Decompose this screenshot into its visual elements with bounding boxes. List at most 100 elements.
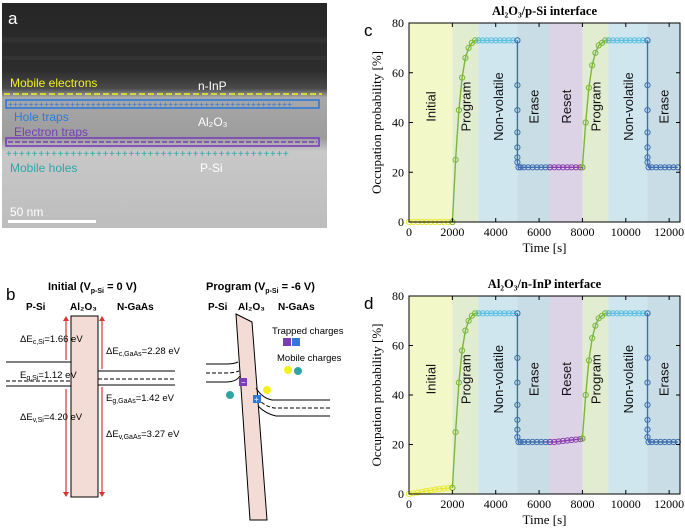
trapped-electron-icon (239, 378, 247, 386)
scalebar (8, 220, 96, 223)
arrowhead (63, 316, 69, 321)
y-tick-label: 40 (392, 388, 404, 402)
data-point (644, 129, 651, 136)
data-point (618, 37, 625, 44)
data-point (568, 164, 575, 171)
data-point (657, 438, 664, 446)
data-point (609, 310, 616, 317)
data-point (497, 37, 504, 44)
data-point (465, 317, 472, 324)
data-point (635, 310, 642, 317)
label-mobile-electrons: Mobile electrons (10, 76, 97, 90)
data-point (614, 310, 621, 317)
data-point (645, 438, 652, 446)
data-point (414, 489, 421, 496)
data-point (555, 164, 562, 171)
program-si-fermi (206, 370, 240, 374)
y-tick-label: 0 (398, 215, 404, 229)
legend-mobile-electron (284, 366, 292, 374)
data-point (514, 401, 521, 408)
data-point (670, 438, 677, 446)
y-tick-label: 80 (392, 289, 404, 303)
phase-region (647, 296, 680, 494)
data-point (661, 438, 668, 446)
mobile-hole-icon (226, 391, 234, 399)
x-tick-label: 0 (406, 497, 412, 511)
data-point (514, 107, 521, 114)
program-si-valence (206, 375, 241, 383)
data-point (533, 438, 541, 446)
phase-label: Program (458, 354, 473, 404)
data-point (488, 310, 495, 317)
x-tick-label: 12000 (654, 497, 684, 511)
data-point (514, 37, 521, 44)
x-tick-label: 0 (406, 225, 412, 239)
data-point (644, 144, 651, 151)
y-axis-label: Occupation probability [%] (369, 324, 384, 467)
phase-label: Non-volatile (491, 345, 506, 414)
phase-label: Initial (424, 364, 439, 394)
data-point (572, 164, 580, 171)
data-point (497, 310, 504, 317)
x-tick-label: 6000 (527, 497, 551, 511)
data-point (509, 37, 517, 44)
panel-a: a Mobile electrons n-InP +++++++++++++++… (2, 3, 327, 228)
phase-region (608, 23, 648, 222)
data-point (555, 438, 562, 445)
data-point (605, 310, 612, 317)
trapped-hole-icon (253, 395, 261, 403)
data-point (475, 37, 482, 44)
hole-trap-band (5, 99, 320, 109)
hole-trap-plus-row: ++++++++++++++++++++++++++++++++++++++++… (8, 100, 292, 109)
label-n-inp: n-InP (198, 79, 227, 93)
y-tick-label: 80 (392, 16, 404, 30)
x-tick-label: 8000 (570, 497, 594, 511)
data-point (559, 164, 567, 171)
x-tick-label: 4000 (484, 497, 508, 511)
data-point (472, 310, 479, 317)
phase-region (549, 296, 583, 494)
data-point (514, 129, 521, 136)
electron-trap-band (5, 137, 320, 147)
legend-trapped-hole (292, 338, 300, 346)
label-electron-traps: Electron traps (14, 125, 88, 139)
phase-label: Erase (657, 90, 672, 124)
data-point (542, 438, 549, 446)
data-point (488, 37, 495, 44)
y-tick-label: 60 (392, 339, 404, 353)
data-point (585, 84, 593, 91)
data-point (564, 164, 571, 171)
data-point (609, 37, 616, 44)
y-tick-label: 40 (392, 116, 404, 130)
initial-al2o3: Al₂O₃ (70, 302, 97, 313)
data-point (520, 164, 528, 171)
data-point (579, 164, 586, 171)
data-point (640, 37, 647, 44)
data-point (546, 164, 554, 171)
data-point (546, 438, 554, 446)
data-point (501, 37, 508, 44)
data-point (618, 310, 625, 317)
panel-letter-a: a (8, 9, 18, 28)
data-point (514, 416, 521, 423)
data-point (592, 322, 599, 329)
data-point (602, 310, 609, 317)
x-tick-label: 10000 (611, 225, 641, 239)
legend-mobile-hole (294, 367, 302, 375)
phase-label: Erase (527, 362, 542, 396)
phase-region (409, 23, 453, 222)
x-tick-label: 4000 (484, 225, 508, 239)
data-point (505, 37, 512, 44)
data-point (492, 310, 499, 317)
data-point (514, 82, 521, 89)
x-axis-label: Time [s] (523, 240, 567, 255)
data-point (465, 44, 472, 52)
data-point (644, 426, 651, 433)
initial-psi: P-Si (26, 302, 46, 313)
y-tick-label: 20 (392, 438, 404, 452)
data-point (644, 416, 651, 423)
program-oxide-barrier (235, 313, 268, 521)
phase-label: Reset (559, 362, 574, 396)
phase-label: Reset (559, 89, 574, 123)
